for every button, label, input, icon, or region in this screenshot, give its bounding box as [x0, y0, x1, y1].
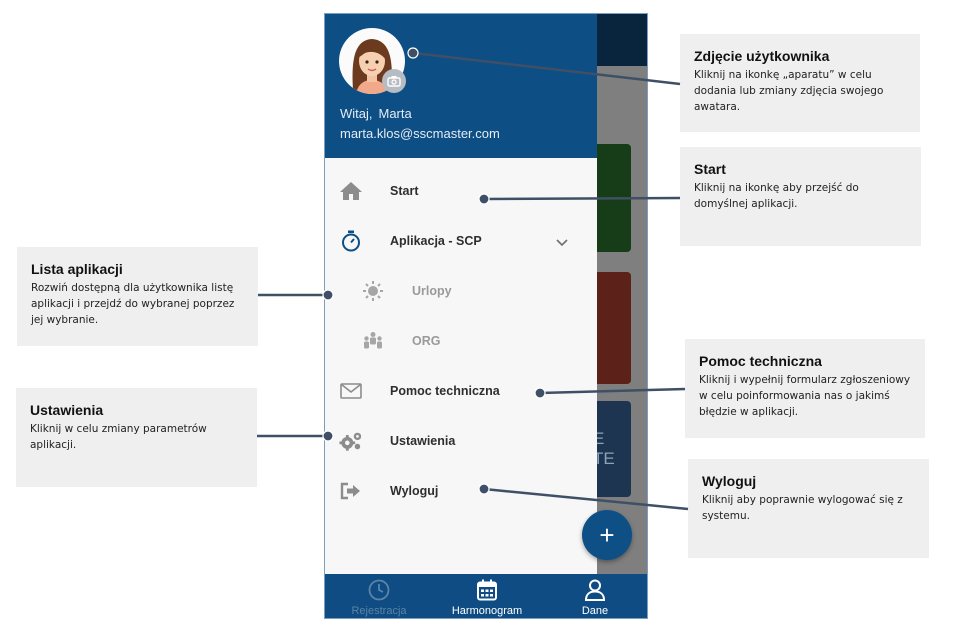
greeting: Witaj, Marta — [340, 106, 418, 121]
callout-text: Kliknij na ikonkę „aparatu” w celu dodan… — [694, 69, 884, 113]
callout-title: Ustawienia — [30, 402, 104, 418]
greeting-prefix: Witaj, — [340, 106, 373, 121]
menu-label-urlopy: Urlopy — [412, 284, 452, 298]
nav-label-dane: Dane — [581, 605, 609, 617]
menu-item-start[interactable]: Start — [325, 166, 597, 216]
phone-screen: E TE — [324, 13, 648, 619]
envelope-icon — [339, 379, 363, 403]
nav-label-rejestracja: Rejestracja — [351, 605, 407, 617]
home-icon — [339, 179, 363, 203]
callout-support: Pomoc techniczna Kliknij i wypełnij form… — [685, 339, 925, 438]
background-app-bar — [597, 14, 647, 66]
user-email: marta.klos@sscmaster.com — [340, 126, 500, 141]
people-group-icon — [361, 329, 385, 353]
nav-tab-dane[interactable]: Dane — [541, 574, 647, 618]
sun-icon — [361, 279, 385, 303]
calendar-icon — [476, 579, 498, 601]
callout-app-list: Lista aplikacji Rozwiń dostępną dla użyt… — [17, 247, 258, 346]
logout-icon — [339, 479, 363, 503]
stopwatch-icon — [339, 229, 363, 253]
background-tile-text: E TE — [593, 429, 615, 468]
clock-icon — [368, 579, 390, 601]
callout-settings: Ustawienia Kliknij w celu zmiany paramet… — [16, 388, 257, 487]
bottom-navigation: Rejestracja Harmonogram Dan — [325, 574, 647, 618]
callout-text: Rozwiń dostępną dla użytkownika listę ap… — [31, 282, 235, 326]
callout-text: Kliknij aby poprawnie wylogować się z sy… — [702, 494, 903, 522]
gears-icon — [339, 429, 363, 453]
menu-label-settings: Ustawienia — [390, 434, 456, 448]
menu-item-urlopy[interactable]: Urlopy — [325, 266, 597, 316]
menu-label-logout: Wyloguj — [390, 484, 439, 498]
camera-icon[interactable] — [382, 69, 406, 93]
menu-item-settings[interactable]: Ustawienia — [325, 416, 597, 466]
menu-item-applications[interactable]: Aplikacja - SCP — [325, 216, 597, 266]
menu-label-support: Pomoc techniczna — [390, 384, 500, 398]
callout-logout: Wyloguj Kliknij aby poprawnie wylogować … — [688, 459, 929, 558]
callout-title: Start — [694, 161, 726, 177]
callout-user-photo: Zdjęcie użytkownika Kliknij na ikonkę „a… — [680, 34, 920, 132]
chevron-down-icon[interactable] — [555, 235, 569, 253]
avatar[interactable] — [339, 28, 405, 94]
menu-item-support[interactable]: Pomoc techniczna — [325, 366, 597, 416]
menu-label-start: Start — [390, 184, 419, 198]
menu-label-applications: Aplikacja - SCP — [390, 234, 482, 248]
navigation-drawer: Witaj, Marta marta.klos@sscmaster.com Sta… — [325, 14, 597, 574]
callout-text: Kliknij i wypełnij formularz zgłoszeniow… — [699, 374, 911, 418]
menu-item-org[interactable]: ORG — [325, 316, 597, 366]
add-button[interactable]: + — [582, 510, 632, 560]
callout-title: Zdjęcie użytkownika — [694, 48, 830, 64]
callout-text: Kliknij na ikonkę aby przejść do domyśln… — [694, 182, 859, 210]
callout-start: Start Kliknij na ikonkę aby przejść do d… — [680, 147, 921, 246]
callout-title: Pomoc techniczna — [699, 353, 822, 369]
menu-label-org: ORG — [412, 334, 441, 348]
callout-text: Kliknij w celu zmiany parametrów aplikac… — [30, 423, 207, 451]
drawer-header: Witaj, Marta marta.klos@sscmaster.com — [325, 14, 597, 158]
nav-label-harmonogram: Harmonogram — [451, 605, 523, 617]
callout-title: Wyloguj — [702, 473, 757, 489]
nav-tab-rejestracja[interactable]: Rejestracja — [325, 574, 433, 618]
avatar-illustration — [352, 39, 392, 94]
nav-tab-harmonogram[interactable]: Harmonogram — [433, 574, 541, 618]
person-icon — [584, 579, 606, 601]
callout-title: Lista aplikacji — [31, 261, 123, 277]
menu-item-logout[interactable]: Wyloguj — [325, 466, 597, 516]
user-name: Marta — [378, 106, 412, 121]
